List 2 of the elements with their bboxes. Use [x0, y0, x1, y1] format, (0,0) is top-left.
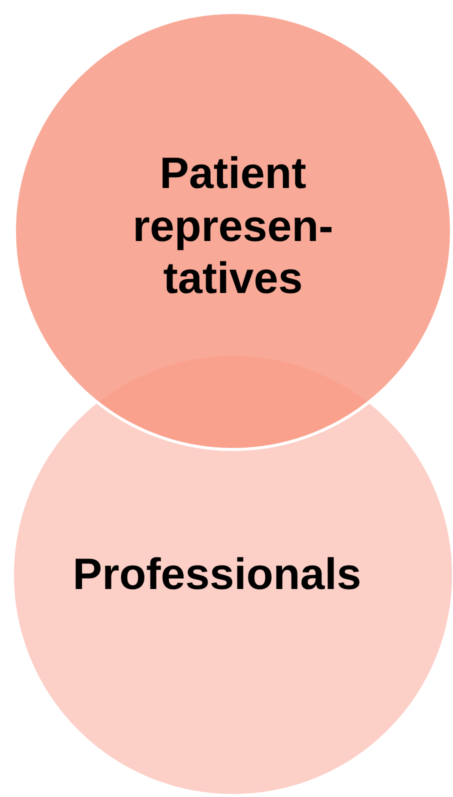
circle-label: Patient represen- tatives: [132, 148, 334, 306]
circle-label: Professionals: [72, 548, 362, 601]
